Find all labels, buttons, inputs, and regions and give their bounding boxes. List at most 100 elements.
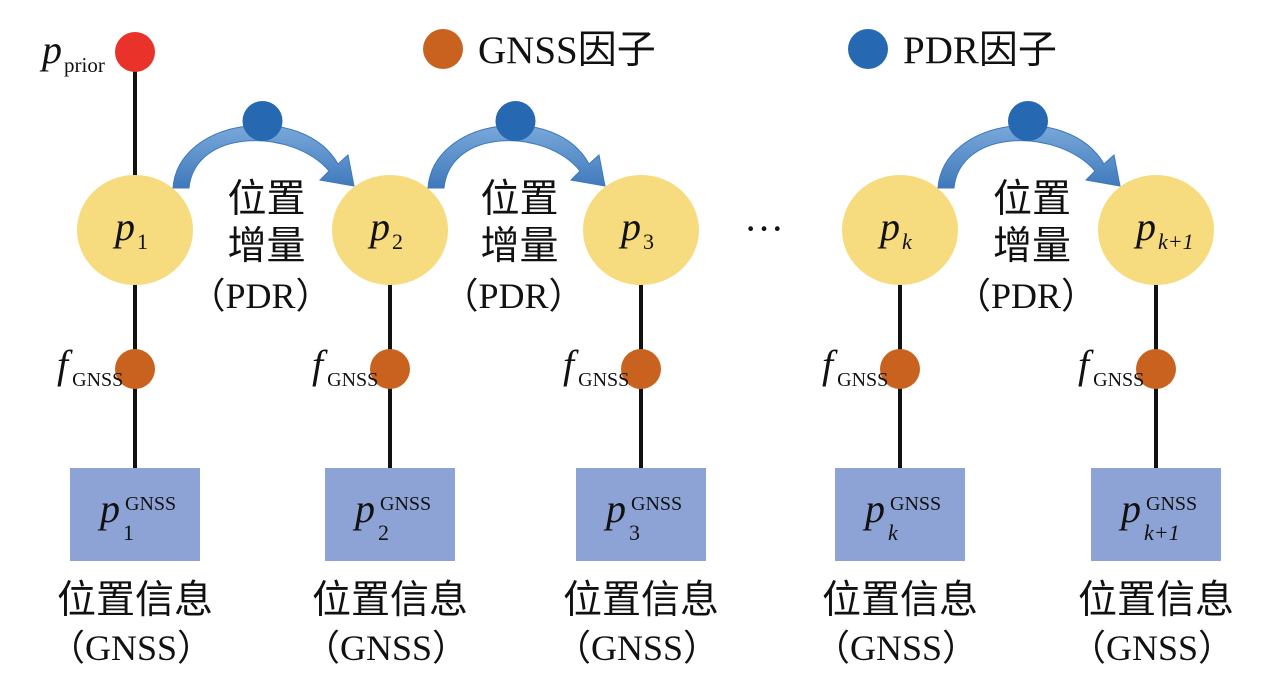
gnss-factor-label-sub: GNSS xyxy=(327,369,378,391)
gnss-measurement-sup-text: GNSS xyxy=(631,493,682,515)
gnss-measurement-sub: 1 xyxy=(123,520,134,545)
gnss-factor-dot xyxy=(115,349,155,389)
gnss-measurement-label: p xyxy=(862,486,885,531)
pose-node xyxy=(77,175,193,285)
gnss-measurement-sup: GNSS xyxy=(631,493,682,515)
pdr-label-line2: 增量 xyxy=(480,224,558,269)
gnss-measurement-label: p xyxy=(1118,486,1141,531)
pdr-label-line3-text: （PDR） xyxy=(442,276,584,316)
info-label-line2-text: （GNSS） xyxy=(1070,628,1234,668)
prior-factor-dot xyxy=(115,32,155,72)
pdr-label-line2-text: 增量 xyxy=(227,224,305,269)
gnss-measurement-box xyxy=(70,468,200,561)
pdr-label-line3-text: （PDR） xyxy=(955,276,1097,316)
gnss-measurement-box xyxy=(576,468,706,561)
info-label-line2-text: （GNSS） xyxy=(555,628,719,668)
gnss-measurement-sup-text: GNSS xyxy=(380,493,431,515)
pdr-label-line2: 增量 xyxy=(227,224,305,269)
pdr-label-line2-text: 增量 xyxy=(480,224,558,269)
gnss-measurement-sup-text: GNSS xyxy=(1146,493,1197,515)
pdr-label-line1: 位置 xyxy=(227,177,305,222)
pose-node-label: pk xyxy=(877,204,913,254)
pdr-factor-dot xyxy=(1008,101,1048,141)
gnss-measurement-label-base: p xyxy=(862,486,885,531)
legend-pdr-label: PDR因子 xyxy=(903,29,1057,72)
pose-node-label-sub: 1 xyxy=(137,229,148,254)
gnss-factor-label-base: f xyxy=(822,342,838,387)
gnss-factor-dot xyxy=(621,349,661,389)
gnss-measurement-label: p xyxy=(352,486,375,531)
info-label-line1: 位置信息 xyxy=(57,578,213,623)
gnss-factor-label-base: f xyxy=(563,342,579,387)
info-label-line2: （GNSS） xyxy=(1070,628,1234,668)
gnss-measurement-label-base: p xyxy=(352,486,375,531)
gnss-measurement-sub-text: 2 xyxy=(378,520,389,545)
pose-node xyxy=(1098,175,1214,285)
gnss-factor-dot xyxy=(370,349,410,389)
pdr-label-line1-text: 位置 xyxy=(227,177,305,222)
gnss-measurement-box xyxy=(325,468,455,561)
gnss-measurement-label: p xyxy=(603,486,626,531)
prior-label-sub: prior xyxy=(64,53,105,77)
pose-node-label-base: p xyxy=(1133,204,1156,249)
pdr-arrow xyxy=(172,124,355,189)
gnss-measurement-label: p xyxy=(97,486,120,531)
pose-node-label: pk+1 xyxy=(1133,204,1194,254)
info-label-line1-text: 位置信息 xyxy=(1078,578,1234,623)
legend-pdr-dot xyxy=(848,29,888,69)
gnss-measurement-sup: GNSS xyxy=(1146,493,1197,515)
info-label-line2: （GNSS） xyxy=(814,628,978,668)
info-label-line1: 位置信息 xyxy=(1078,578,1234,623)
gnss-measurement-sub-text: 3 xyxy=(629,520,640,545)
info-label-line2-text: （GNSS） xyxy=(814,628,978,668)
prior-factor: pprior xyxy=(39,27,155,185)
pdr-label-line2-text: 增量 xyxy=(993,224,1071,269)
pdr-arrow xyxy=(937,124,1121,189)
pdr-label-line3-text: （PDR） xyxy=(189,276,331,316)
gnss-factor-label-sub: GNSS xyxy=(1093,369,1144,391)
info-label-line1: 位置信息 xyxy=(563,578,719,623)
gnss-factor-label-base: f xyxy=(312,342,328,387)
gnss-factor-dot xyxy=(880,349,920,389)
pose-node-label-sub: 3 xyxy=(643,229,654,254)
pose-node-label-sub: k xyxy=(902,229,913,254)
pdr-label-line3: （PDR） xyxy=(189,276,331,316)
legend-gnss-dot xyxy=(423,29,463,69)
pose-node xyxy=(583,175,699,285)
gnss-measurement-sub-text: k xyxy=(888,520,899,545)
info-label-line1: 位置信息 xyxy=(822,578,978,623)
gnss-measurement-sub-text: k+1 xyxy=(1144,520,1180,545)
gnss-measurement-sup-text: GNSS xyxy=(125,493,176,515)
pdr-label-line1: 位置 xyxy=(480,177,558,222)
gnss-measurement-sup: GNSS xyxy=(890,493,941,515)
pdr-label-line1: 位置 xyxy=(993,177,1071,222)
info-label-line2: （GNSS） xyxy=(555,628,719,668)
info-label-line2: （GNSS） xyxy=(304,628,468,668)
pose-node-label: p1 xyxy=(112,204,148,254)
info-label-line1-text: 位置信息 xyxy=(57,578,213,623)
pdr-label-line2: 增量 xyxy=(993,224,1071,269)
prior-label: pprior xyxy=(39,27,105,77)
info-label-line1-text: 位置信息 xyxy=(312,578,468,623)
info-label-line2-text: （GNSS） xyxy=(49,628,213,668)
gnss-factor-label-sub: GNSS xyxy=(72,369,123,391)
info-label-line2-text: （GNSS） xyxy=(304,628,468,668)
gnss-measurement-sub-text: 1 xyxy=(123,520,134,545)
pose-node-label: p3 xyxy=(618,204,654,254)
pdr-label-line3: （PDR） xyxy=(955,276,1097,316)
gnss-measurement-sub: k+1 xyxy=(1144,520,1180,545)
gnss-factor-label-sub: GNSS xyxy=(578,369,629,391)
legend-gnss-label: GNSS因子 xyxy=(478,29,656,72)
info-label-line1: 位置信息 xyxy=(312,578,468,623)
